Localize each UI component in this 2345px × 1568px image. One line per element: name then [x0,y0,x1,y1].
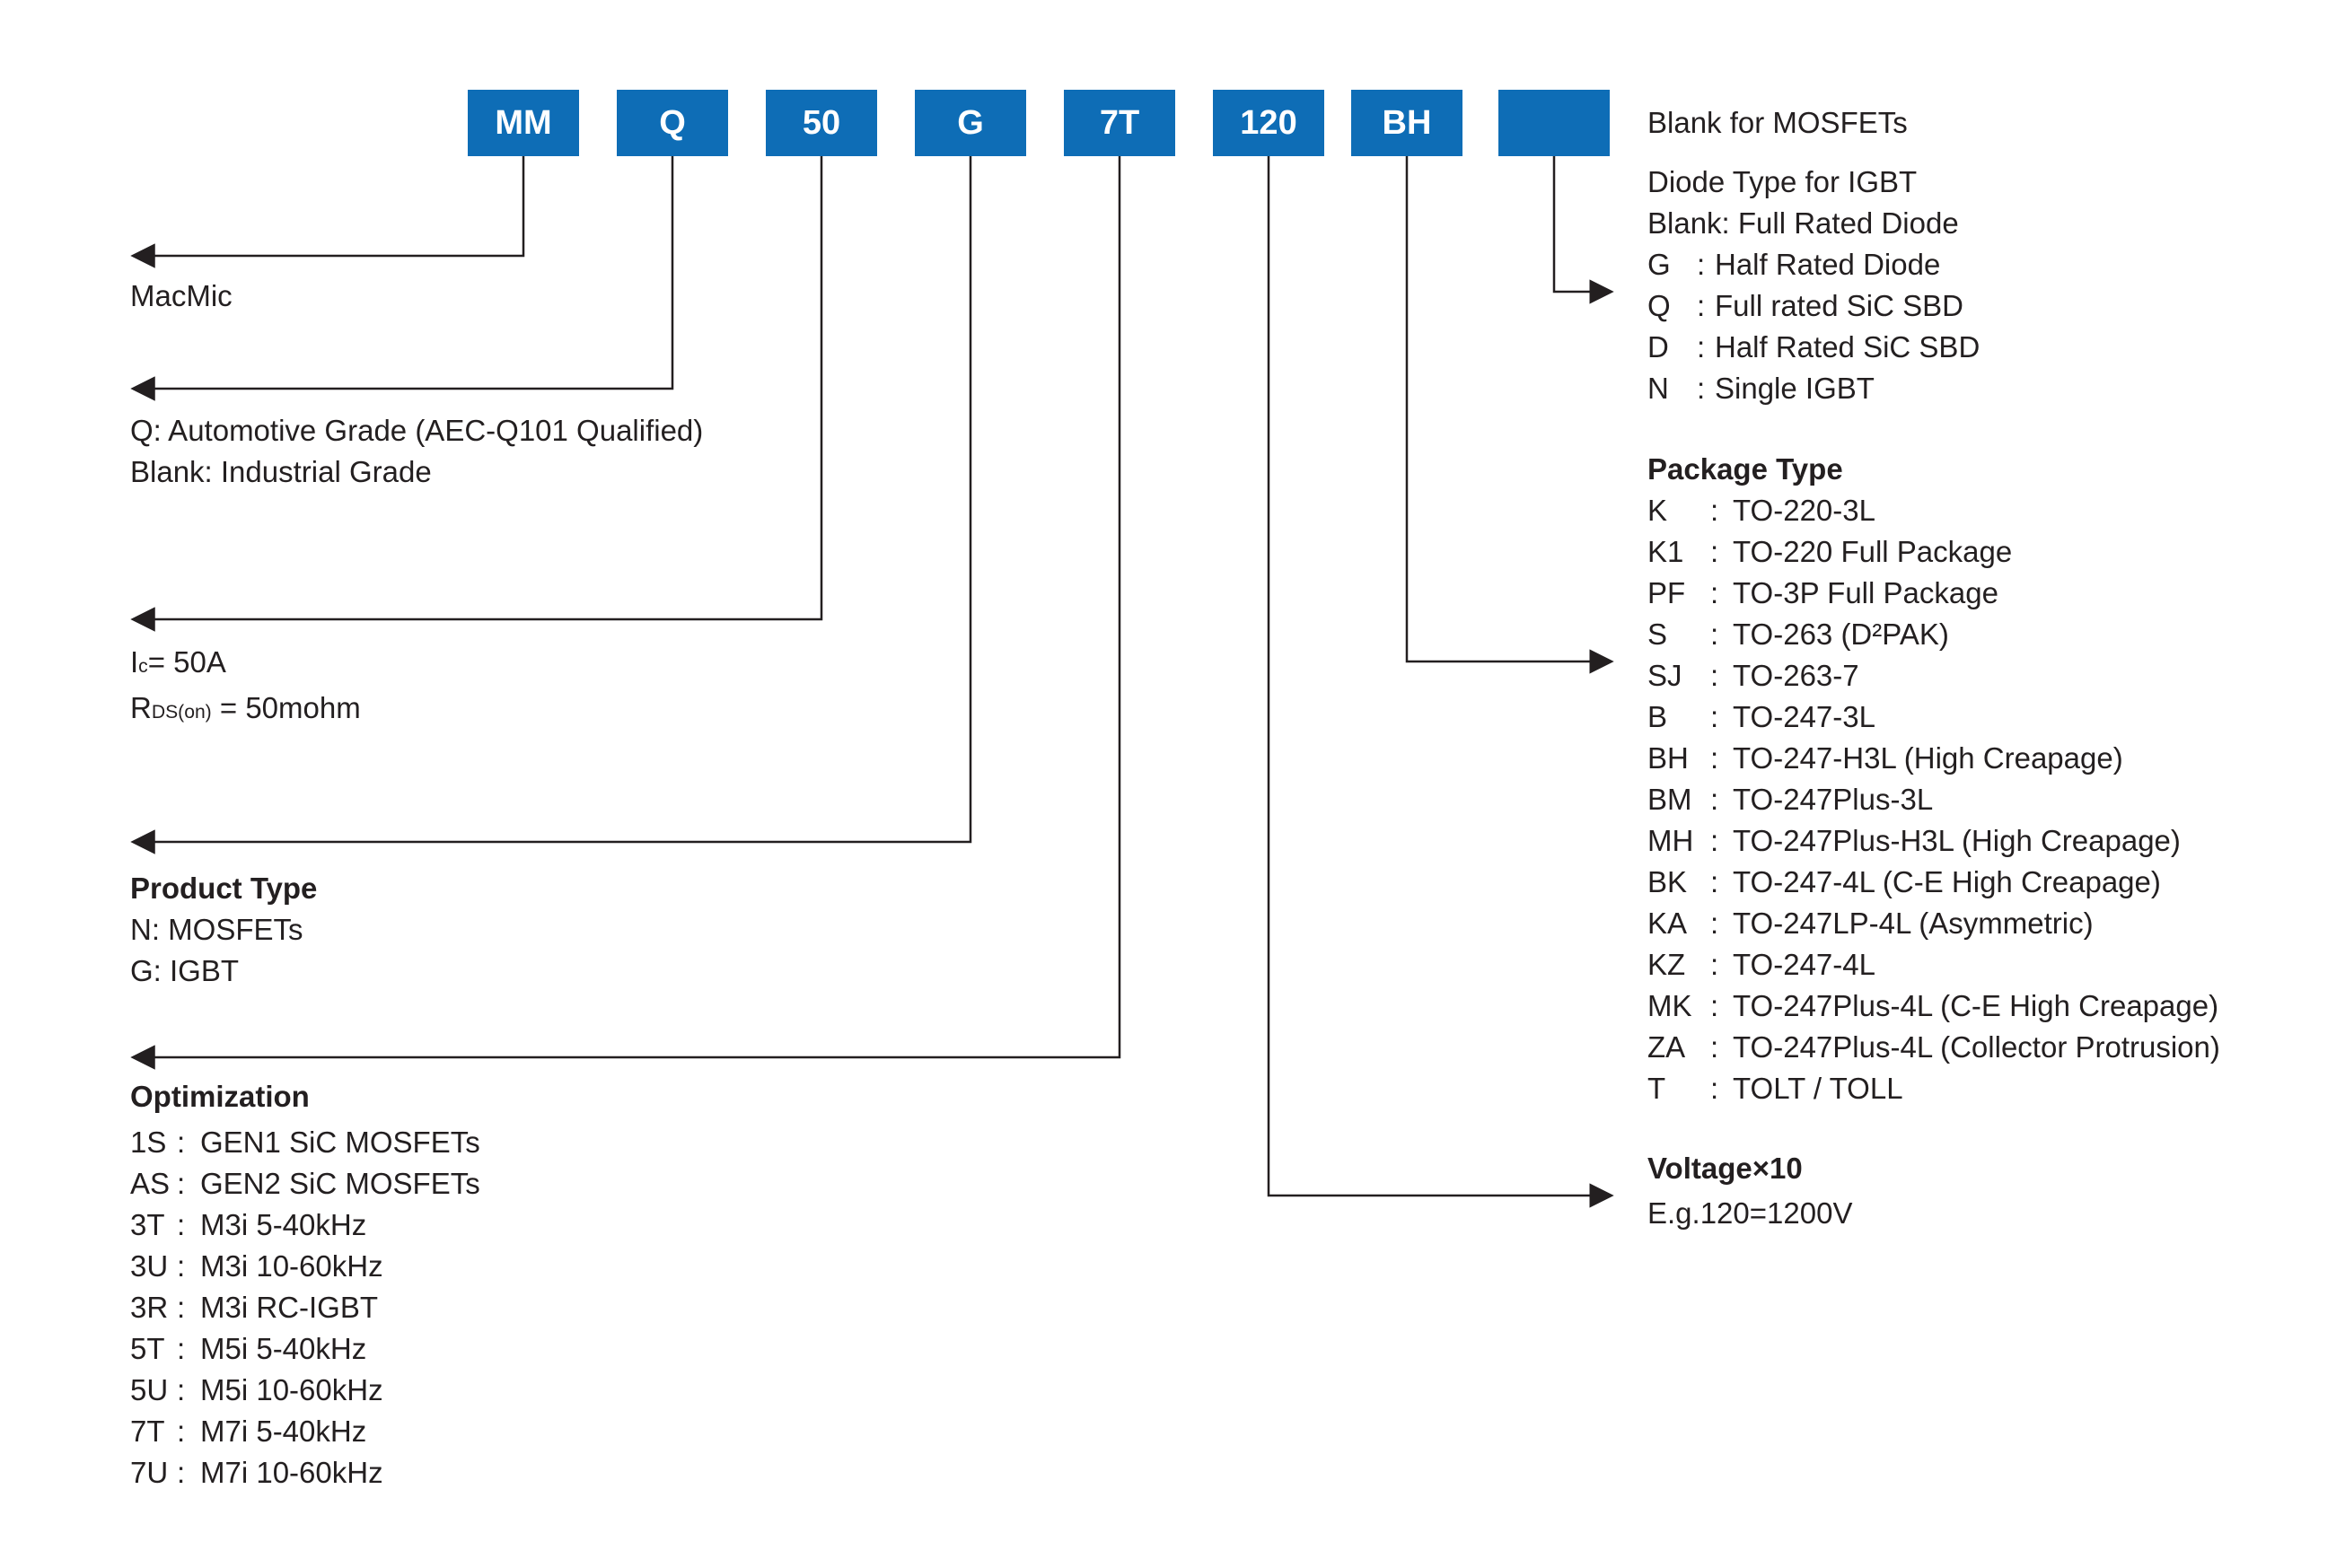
connector-120-voltage [1267,156,1614,1208]
connector-50-current [130,156,823,632]
package-type-item: KZ:TO-247-4L [1647,948,1875,981]
connector-blank-diode [1552,156,1614,304]
part-code-segment-current: 50 [766,90,877,156]
optimization-item: 3U:M3i 10-60kHz [130,1249,383,1283]
grade-industrial-line: Blank: Industrial Grade [130,455,432,488]
connector-g-product-type [130,156,972,854]
optimization-title: Optimization [130,1080,310,1113]
package-type-item: BM:TO-247Plus-3L [1647,783,1934,816]
package-type-block: Package Type K:TO-220-3L K1:TO-220 Full … [1647,449,2220,1109]
optimization-item: 1S:GEN1 SiC MOSFETs [130,1126,480,1159]
current-rating-note: Ic= 50A RDS(on) = 50mohm [130,639,361,731]
diode-type-block: Diode Type for IGBT Blank: Full Rated Di… [1647,162,1980,409]
part-code-segment-package: BH [1351,90,1462,156]
product-type-block: Product Type N: MOSFETs G: IGBT [130,868,317,992]
optimization-item: 7U:M7i 10-60kHz [130,1456,383,1489]
product-type-title: Product Type [130,872,318,905]
connector-q-grade [130,156,674,401]
part-code-segment-brand: MM [468,90,579,156]
package-type-item: B:TO-247-3L [1647,700,1875,733]
package-type-item: SJ:TO-263-7 [1647,659,1859,692]
part-code-segment-product-type: G [915,90,1026,156]
product-type-mosfets: N: MOSFETs [130,913,303,946]
package-type-item: MH:TO-247Plus-H3L (High Creapage) [1647,824,2181,857]
grade-automotive-line: Q: Automotive Grade (AEC-Q101 Qualified) [130,414,704,447]
part-code-segment-optimization: 7T [1064,90,1175,156]
package-type-item: MK:TO-247Plus-4L (C-E High Creapage) [1647,989,2219,1022]
optimization-item: 5U:M5i 10-60kHz [130,1373,383,1406]
optimization-item: 7T:M7i 5-40kHz [130,1415,367,1448]
package-type-item: PF:TO-3P Full Package [1647,576,1998,609]
connector-7t-optimization [130,156,1121,1070]
connector-mm-brand [130,156,525,268]
diode-type-item: G:Half Rated Diode [1647,248,1941,281]
package-type-item: BH:TO-247-H3L (High Creapage) [1647,741,2123,775]
voltage-example: E.g.120=1200V [1647,1196,1853,1230]
voltage-title: Voltage×10 [1647,1152,1803,1185]
brand-label: MacMic [130,279,233,312]
package-type-item: KA:TO-247LP-4L (Asymmetric) [1647,907,2094,940]
part-code-segment-voltage: 120 [1213,90,1324,156]
package-type-item: K1:TO-220 Full Package [1647,535,2013,568]
package-type-title: Package Type [1647,452,1843,486]
part-code-segment-grade: Q [617,90,728,156]
diode-type-subtitle: Blank: Full Rated Diode [1647,206,1959,240]
optimization-item: 3R:M3i RC-IGBT [130,1291,378,1324]
mosfet-blank-note: Blank for MOSFETs [1647,106,1908,139]
diode-type-item: N:Single IGBT [1647,372,1875,405]
diode-type-title: Diode Type for IGBT [1647,165,1918,198]
diode-type-item: D:Half Rated SiC SBD [1647,330,1981,364]
voltage-block: Voltage×10 E.g.120=1200V [1647,1146,1852,1236]
rds-on-line: RDS(on) = 50mohm [130,691,361,724]
package-type-item: BK:TO-247-4L (C-E High Creapage) [1647,865,2161,898]
package-type-item: T:TOLT / TOLL [1647,1072,1903,1105]
optimization-item: 5T:M5i 5-40kHz [130,1332,367,1365]
package-type-item: K:TO-220-3L [1647,494,1875,527]
grade-note: Q: Automotive Grade (AEC-Q101 Qualified)… [130,410,703,493]
optimization-item: 3T:M3i 5-40kHz [130,1208,367,1241]
product-type-igbt: G: IGBT [130,954,240,987]
optimization-block: Optimization 1S:GEN1 SiC MOSFETs AS:GEN2… [130,1076,480,1494]
part-code-segment-diode-blank [1498,90,1610,156]
package-type-item: S:TO-263 (D²PAK) [1647,618,1949,651]
diode-type-item: Q:Full rated SiC SBD [1647,289,1963,322]
optimization-item: AS:GEN2 SiC MOSFETs [130,1167,480,1200]
connector-bh-package [1405,156,1614,674]
package-type-item: ZA:TO-247Plus-4L (Collector Protrusion) [1647,1030,2220,1064]
collector-current-line: Ic= 50A [130,645,226,679]
